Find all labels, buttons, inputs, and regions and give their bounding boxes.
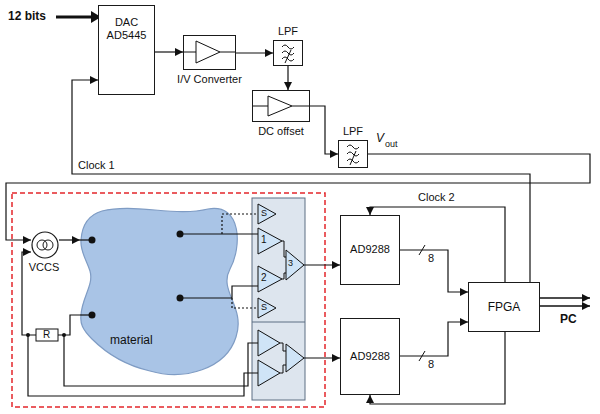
filter-box: LPF [338, 140, 368, 168]
amplifier-symbol [258, 298, 276, 318]
connector [287, 66, 288, 90]
material-sample: material [80, 205, 240, 381]
wire [292, 106, 309, 107]
callout-number: 3 [288, 259, 293, 268]
board-outline [12, 193, 325, 407]
electrode-wire [232, 298, 258, 308]
filter-symbol [347, 145, 359, 165]
callout-number: S [261, 303, 267, 312]
signal-wire [304, 357, 340, 358]
wire [220, 52, 235, 53]
electrode-dot [177, 295, 184, 302]
resistor-symbol [36, 329, 58, 341]
wire [253, 106, 268, 107]
wire [282, 273, 286, 279]
connector [59, 239, 80, 240]
source-coil [43, 240, 53, 250]
dac-box: DAC AD5445 [98, 5, 155, 95]
amplifier-symbol [258, 330, 280, 356]
wire [282, 241, 286, 257]
strip-divider [252, 322, 305, 323]
signal-label: Clock 2 [418, 192, 455, 203]
source-coil [37, 240, 47, 250]
node-label: I/V Converter [177, 73, 242, 86]
amplifier-symbol [196, 41, 220, 63]
amplifier-symbol [258, 204, 276, 224]
material-outline [80, 205, 240, 381]
output-arrow [540, 297, 590, 299]
electrode-dot [177, 231, 184, 238]
wire [184, 52, 196, 53]
connector [22, 252, 80, 335]
node-label: DAC AD5445 [101, 16, 152, 42]
material-blob [81, 208, 238, 374]
output-label: PC [560, 313, 577, 325]
wire [280, 365, 286, 373]
bus-width-label: 12 bits [8, 10, 46, 22]
bus-arrow [56, 16, 92, 19]
fpga-box: FPGA [468, 282, 540, 332]
signal-subscript: out [385, 140, 398, 149]
node-label: AD9288 [350, 350, 390, 363]
connector [155, 51, 183, 52]
output-arrow [540, 305, 590, 307]
amplifier-symbol [268, 96, 292, 116]
amplifier-symbol [286, 344, 304, 372]
node-label: LPF [278, 25, 298, 38]
signal-label: 8 [428, 253, 434, 264]
adc-box: AD9288 [340, 215, 400, 285]
callout-number: S [261, 209, 267, 218]
callout-number: 1 [261, 235, 267, 245]
amplifier-box: I/V Converter [183, 35, 236, 70]
amplifier-symbol [258, 266, 282, 292]
signal-wire [304, 264, 340, 265]
wire [280, 343, 286, 351]
filter-box: LPF [273, 40, 303, 66]
resistor-label: R [43, 330, 50, 340]
amplifier-symbol [286, 250, 304, 280]
node-label: DC offset [258, 125, 304, 138]
source-circle [32, 232, 58, 258]
node-label: FPGA [488, 300, 521, 314]
node-label: AD9288 [350, 243, 390, 256]
adc-box: AD9288 [340, 318, 400, 395]
node-label: LPF [343, 125, 363, 138]
current-source: VCCS [31, 231, 59, 259]
signal-label: 8 [428, 359, 434, 370]
connector [236, 52, 273, 53]
amplifier-strip [252, 198, 305, 400]
signal-name: V [376, 132, 384, 144]
amplifier-symbol [258, 360, 280, 386]
connector [400, 322, 468, 356]
amplifier-symbol [258, 228, 282, 254]
node-label: material [110, 333, 153, 347]
electrode-dot [89, 237, 96, 244]
amplifier-box: DC offset [252, 90, 310, 122]
connector [400, 250, 468, 292]
electrode-dot [89, 312, 96, 319]
callout-number: 2 [261, 273, 267, 283]
electrode-wire [180, 233, 258, 234]
connector [310, 106, 338, 154]
node-label: VCCS [29, 261, 60, 274]
current-source-symbol [31, 231, 59, 259]
signal-label: Clock 1 [78, 160, 115, 171]
filter-symbol [282, 45, 294, 63]
